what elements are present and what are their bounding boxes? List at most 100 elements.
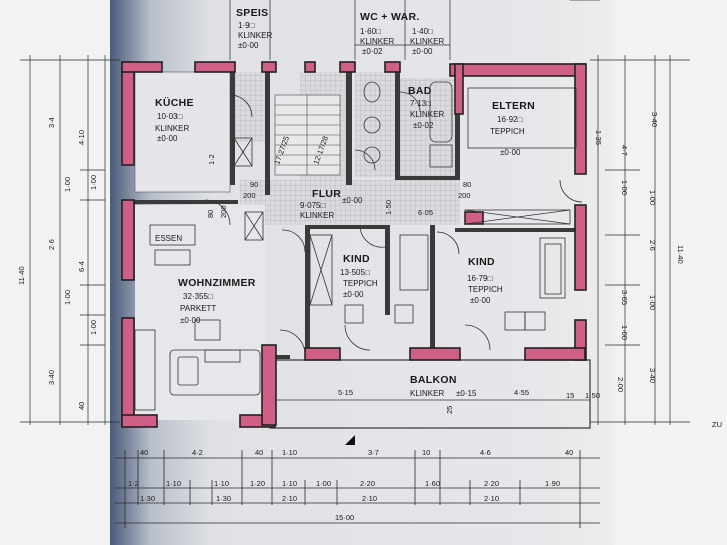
balkon-name: BALKON: [410, 374, 457, 386]
room-flur: FLUR 9·075□ KLINKER ±0·00: [300, 188, 363, 220]
svg-text:1·10: 1·10: [166, 479, 181, 488]
svg-text:1·00: 1·00: [648, 295, 657, 310]
svg-text:1·00: 1·00: [63, 177, 72, 192]
eltern-name: ELTERN: [492, 100, 535, 112]
svg-text:4·10: 4·10: [77, 130, 86, 145]
kind2-level: ±0·00: [470, 296, 491, 305]
svg-text:10: 10: [422, 448, 430, 457]
svg-text:1·00: 1·00: [63, 290, 72, 305]
speis-floor: KLINKER: [238, 31, 272, 40]
wc-level: ±0·02: [362, 47, 383, 56]
room-kind-2: KIND 16·79□ TEPPICH ±0·00: [467, 256, 503, 305]
svg-text:1·10: 1·10: [214, 479, 229, 488]
svg-text:3·4: 3·4: [47, 117, 56, 128]
kueche-floor: KLINKER: [155, 124, 189, 133]
flur-floor: KLINKER: [300, 211, 334, 220]
svg-text:1·10: 1·10: [282, 448, 297, 457]
svg-text:4·2: 4·2: [192, 448, 203, 457]
kind1-level: ±0·00: [343, 290, 364, 299]
bad-area: 7·13□: [410, 99, 431, 108]
kind2-name: KIND: [468, 256, 495, 268]
svg-text:2·6: 2·6: [47, 239, 56, 250]
room-essen: ESSEN: [155, 234, 182, 243]
interior-walls: [128, 70, 575, 360]
bad-name: BAD: [408, 85, 432, 97]
svg-text:2·6: 2·6: [648, 240, 657, 251]
svg-text:1·60: 1·60: [425, 479, 440, 488]
svg-text:4·7: 4·7: [620, 145, 629, 156]
svg-text:6·4: 6·4: [77, 261, 86, 272]
kind2-floor: TEPPICH: [468, 285, 503, 294]
speis-name: SPEIS: [236, 7, 268, 19]
room-kueche: KÜCHE 10·03□ KLINKER ±0·00: [155, 96, 194, 143]
room-balkon: BALKON KLINKER ±0·15: [410, 374, 477, 398]
svg-text:4·55: 4·55: [514, 388, 529, 397]
svg-text:1·50: 1·50: [384, 200, 393, 215]
svg-text:2·10: 2·10: [484, 494, 499, 503]
svg-text:3·7: 3·7: [368, 448, 379, 457]
kind1-name: KIND: [343, 253, 370, 265]
room-bad: BAD 7·13□ KLINKER ±0·02: [408, 85, 444, 130]
wohnzimmer-area: 32·355□: [183, 292, 213, 301]
svg-text:2·00: 2·00: [616, 377, 625, 392]
essen-name: ESSEN: [155, 234, 182, 243]
balkon-level: ±0·15: [456, 389, 477, 398]
kueche-area: 10·03□: [157, 112, 182, 121]
svg-text:80: 80: [463, 180, 471, 189]
svg-text:1·2: 1·2: [128, 479, 139, 488]
right-total: 11·40: [676, 245, 685, 264]
svg-text:3·40: 3·40: [648, 368, 657, 383]
kind1-area: 13·505□: [340, 268, 370, 277]
svg-text:1·30: 1·30: [140, 494, 155, 503]
svg-text:1·2: 1·2: [207, 154, 216, 165]
wohnzimmer-name: WOHNZIMMER: [178, 277, 256, 289]
svg-text:1·00: 1·00: [89, 320, 98, 335]
speis-area: 1·9□: [238, 21, 255, 30]
svg-text:1·00: 1·00: [316, 479, 331, 488]
eltern-area: 16·92□: [497, 115, 522, 124]
svg-text:1·10: 1·10: [282, 479, 297, 488]
svg-text:1·00: 1·00: [89, 175, 98, 190]
svg-text:1·20: 1·20: [250, 479, 265, 488]
svg-text:80: 80: [206, 210, 215, 218]
svg-text:1·35: 1·35: [594, 130, 603, 145]
exterior-walls: [121, 61, 587, 428]
kind1-floor: TEPPICH: [343, 279, 378, 288]
svg-text:1·90: 1·90: [545, 479, 560, 488]
fixtures: [134, 81, 583, 445]
room-wohnzimmer: WOHNZIMMER 32·355□ PARKETT ±0·00: [178, 277, 256, 325]
svg-text:2·20: 2·20: [360, 479, 375, 488]
wohnzimmer-floor: PARKETT: [180, 304, 216, 313]
room-eltern: ELTERN 16·92□ TEPPICH ±0·00: [490, 100, 535, 157]
kind2-area: 16·79□: [467, 274, 492, 283]
bottom-dimensions: 40 4·2 40 1·10 3·7 10 4·6 40 1·2 1·10 1·…: [128, 448, 573, 522]
svg-text:40: 40: [565, 448, 573, 457]
svg-text:200: 200: [458, 191, 471, 200]
svg-text:200: 200: [219, 205, 228, 218]
svg-text:40: 40: [77, 402, 86, 410]
svg-text:25: 25: [445, 406, 454, 414]
war-floor: KLINKER: [410, 37, 444, 46]
svg-text:15: 15: [566, 391, 574, 400]
svg-text:3·40: 3·40: [47, 370, 56, 385]
right-dimensions: 3·40 4·7 1·00 1·00 2·6 3·65 1·00 1·00 3·…: [616, 112, 685, 392]
bad-level: ±0·02: [413, 121, 434, 130]
room-kind-1: KIND 13·505□ TEPPICH ±0·00: [340, 253, 378, 299]
door-dimensions: 90 200 80 200 200 80 1·2 1·50 1·35 15 1·…: [206, 130, 603, 414]
svg-text:2·10: 2·10: [362, 494, 377, 503]
edge-label: ZU: [712, 420, 722, 429]
svg-text:4·6: 4·6: [480, 448, 491, 457]
svg-text:5·15: 5·15: [338, 388, 353, 397]
flur-width: 6·05: [418, 208, 433, 217]
svg-text:1·00: 1·00: [648, 190, 657, 205]
kueche-level: ±0·00: [157, 134, 178, 143]
svg-text:3·65: 3·65: [620, 290, 629, 305]
wohnzimmer-level: ±0·00: [180, 316, 201, 325]
room-wc: WC + WAR. 1·60□ KLINKER ±0·02 1·40□ KLIN…: [360, 11, 444, 56]
dimension-lines: [20, 0, 690, 528]
svg-text:40: 40: [255, 448, 263, 457]
wc-floor: KLINKER: [360, 37, 394, 46]
staircase: [274, 94, 341, 176]
balkon-floor: KLINKER: [410, 389, 444, 398]
